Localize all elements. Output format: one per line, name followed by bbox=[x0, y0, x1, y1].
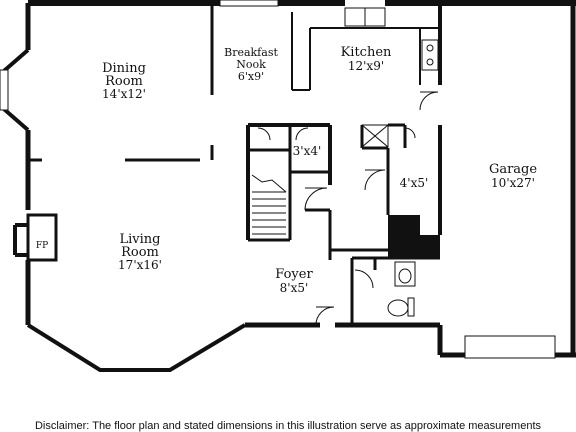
toilet-tank bbox=[407, 297, 415, 317]
garage-dims: 10'x27' bbox=[491, 176, 535, 190]
fixtures bbox=[344, 7, 439, 317]
dining-room-dims: 14'x12' bbox=[102, 87, 146, 101]
walls bbox=[3, 0, 576, 372]
living-room-dims: 17'x16' bbox=[118, 258, 162, 272]
toilet-bowl bbox=[387, 299, 409, 317]
garage-label: Garage bbox=[489, 162, 537, 177]
fireplace bbox=[26, 213, 58, 262]
stove-icon bbox=[421, 39, 439, 71]
foyer-dims: 8'x5' bbox=[280, 281, 309, 295]
wall-block bbox=[388, 215, 440, 258]
kitchen-label: Kitchen bbox=[341, 45, 392, 60]
living-room-label: Living bbox=[120, 232, 161, 247]
dining-room-label-2: Room bbox=[105, 74, 143, 89]
disclaimer-text: Disclaimer: The floor plan and stated di… bbox=[34, 420, 542, 432]
kitchen-dims: 12'x9' bbox=[348, 59, 384, 73]
stairs bbox=[251, 174, 287, 235]
closet-4x5-dims: 4'x5' bbox=[400, 176, 429, 190]
doors bbox=[257, 91, 439, 326]
breakfast-nook-dims: 6'x9' bbox=[238, 70, 264, 83]
windows bbox=[0, 0, 556, 359]
closet-3x4-dims: 3'x4' bbox=[293, 144, 322, 158]
dining-room-label: Dining bbox=[102, 61, 146, 76]
breakfast-nook-label-2: Nook bbox=[236, 58, 266, 71]
breakfast-nook-label: Breakfast bbox=[224, 46, 278, 59]
living-room-label-2: Room bbox=[121, 245, 159, 260]
foyer-label: Foyer bbox=[275, 267, 313, 282]
fireplace-label: FP bbox=[36, 241, 48, 251]
